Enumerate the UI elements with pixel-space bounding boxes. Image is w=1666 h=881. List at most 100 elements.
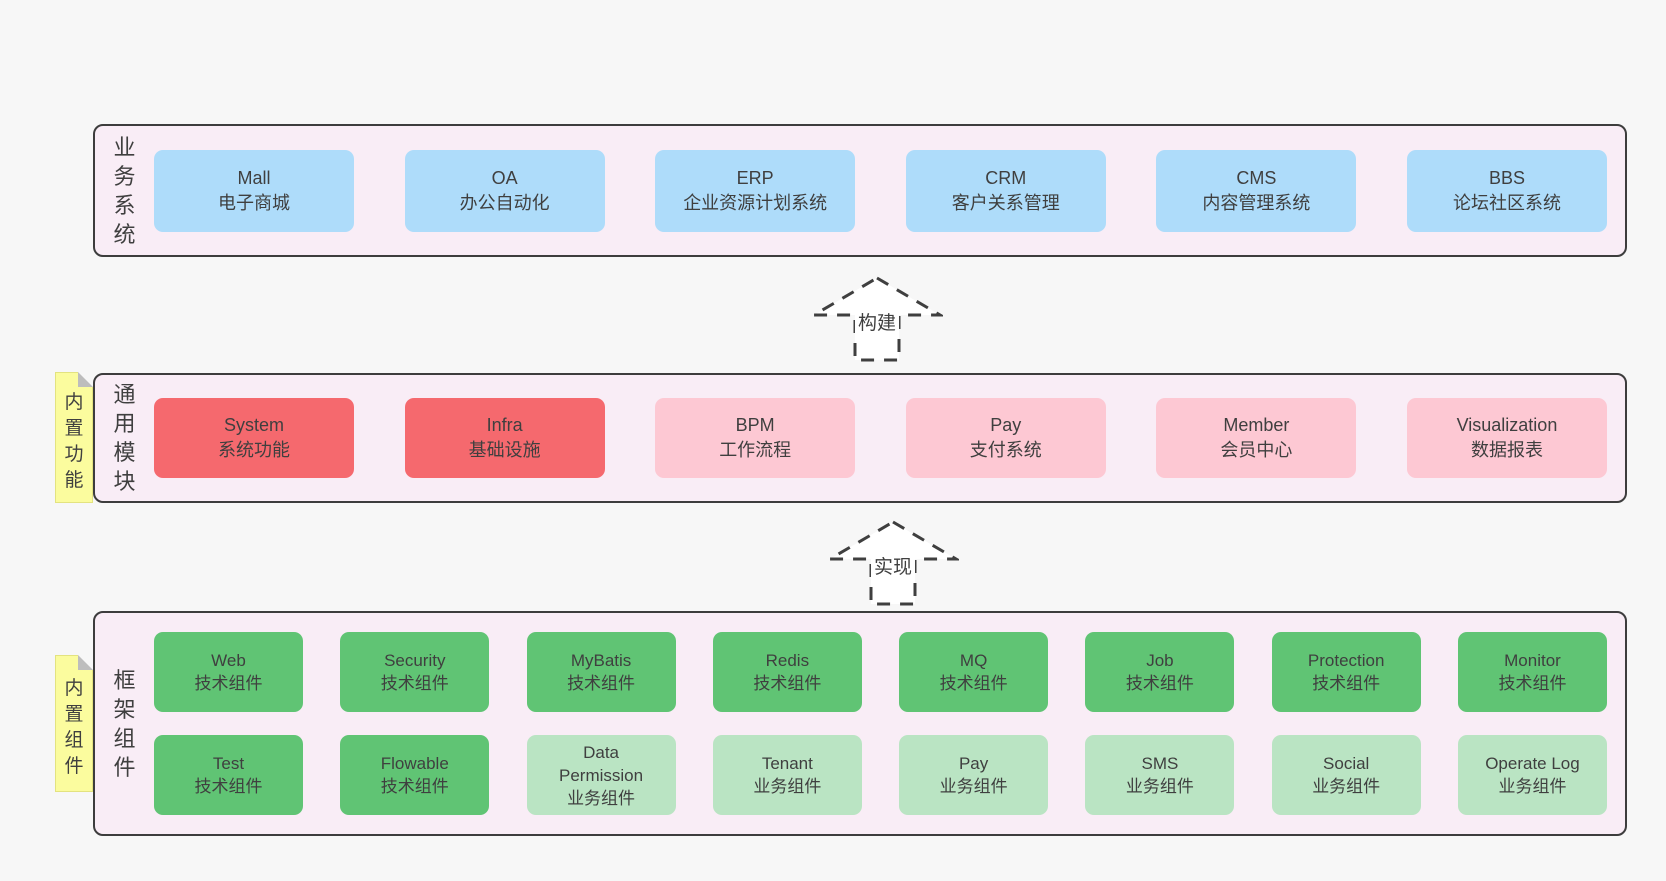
box-job: Job 技术组件 [1085, 632, 1235, 712]
arrow-build: 构建 [811, 275, 943, 363]
box-bbs: BBS 论坛社区系统 [1406, 149, 1607, 232]
box-erp: ERP 企业资源计划系统 [655, 149, 856, 232]
box-subtitle: 论坛社区系统 [1452, 192, 1561, 213]
box-subtitle: 技术组件 [1312, 674, 1381, 693]
components-row-2: Test 技术组件 Flowable 技术组件 Data Permission … [154, 735, 1607, 815]
box-title: Pay [958, 754, 989, 773]
box-subtitle: 系统功能 [218, 440, 290, 460]
modules-box-row: System 系统功能 Infra 基础设施 BPM 工作流程 Pay 支付系统… [154, 375, 1625, 501]
box-subtitle: 办公自动化 [459, 192, 550, 213]
box-subtitle: 企业资源计划系统 [683, 192, 828, 213]
box-subtitle: 支付系统 [969, 440, 1042, 460]
box-subtitle: 会员中心 [1220, 440, 1293, 460]
box-tenant: Tenant 业务组件 [712, 735, 862, 815]
box-subtitle: 技术组件 [1498, 674, 1567, 693]
box-title: Web [211, 651, 246, 670]
box-subtitle: 技术组件 [194, 777, 263, 796]
box-subtitle: 业务组件 [753, 777, 822, 796]
box-subtitle: 客户关系管理 [951, 192, 1060, 213]
folded-corner-icon [78, 655, 93, 670]
panel-label-text: 业务系统 [113, 134, 136, 247]
box-subtitle: 数据报表 [1470, 440, 1543, 460]
box-subtitle: 技术组件 [380, 674, 449, 693]
panel-label-business: 业务系统 [95, 126, 154, 255]
box-operate-log: Operate Log 业务组件 [1457, 735, 1607, 815]
panel-label-modules: 通用模块 [95, 375, 154, 501]
box-title: Member [1223, 415, 1290, 435]
box-test: Test 技术组件 [154, 735, 303, 815]
box-social: Social 业务组件 [1271, 735, 1421, 815]
panel-common-modules: 通用模块 System 系统功能 Infra 基础设施 BPM 工作流程 Pay… [93, 373, 1627, 503]
box-subtitle: 业务组件 [1312, 777, 1381, 796]
box-sms: SMS 业务组件 [1085, 735, 1235, 815]
panel-framework-components: 框架组件 Web 技术组件 Security 技术组件 MyBatis 技术组件… [93, 611, 1627, 836]
box-subtitle: 技术组件 [1125, 674, 1194, 693]
box-title: Mall [237, 167, 271, 188]
box-subtitle: 技术组件 [194, 674, 263, 693]
box-title: Security [384, 651, 446, 670]
box-subtitle: 工作流程 [719, 440, 792, 460]
box-redis: Redis 技术组件 [712, 632, 862, 712]
box-bpm: BPM 工作流程 [655, 398, 856, 478]
box-title: Job [1146, 651, 1174, 670]
sticky-note-built-in-components: 内置组件 [55, 655, 93, 792]
box-data-permission: Data Permission 业务组件 [526, 735, 676, 815]
panel-label-text: 框架组件 [113, 667, 136, 780]
box-mall: Mall 电子商城 [154, 149, 354, 232]
box-monitor: Monitor 技术组件 [1457, 632, 1607, 712]
box-web: Web 技术组件 [154, 632, 303, 712]
box-oa: OA 办公自动化 [404, 149, 605, 232]
sticky-note-text: 内置功能 [64, 391, 84, 491]
components-grid: Web 技术组件 Security 技术组件 MyBatis 技术组件 Redi… [154, 613, 1625, 834]
box-title: Data Permission [559, 742, 644, 785]
box-pay-component: Pay 业务组件 [899, 735, 1049, 815]
panel-label-text: 通用模块 [113, 382, 136, 494]
box-member: Member 会员中心 [1156, 398, 1357, 478]
box-security: Security 技术组件 [340, 632, 490, 712]
arrow-build-label: 构建 [854, 311, 900, 337]
box-subtitle: 技术组件 [567, 674, 636, 693]
box-subtitle: 业务组件 [1125, 777, 1194, 796]
arrow-implement: 实现 [827, 519, 959, 607]
box-title: MQ [959, 651, 988, 670]
panel-label-components: 框架组件 [95, 613, 154, 834]
box-title: OA [491, 167, 518, 188]
box-subtitle: 业务组件 [567, 788, 636, 808]
box-title: Pay [990, 415, 1022, 435]
box-title: Social [1323, 754, 1370, 773]
box-mybatis: MyBatis 技术组件 [526, 632, 676, 712]
box-title: Protection [1307, 651, 1385, 670]
box-subtitle: 技术组件 [753, 674, 822, 693]
box-flowable: Flowable 技术组件 [340, 735, 490, 815]
box-title: Flowable [380, 754, 449, 773]
box-title: Visualization [1456, 415, 1558, 435]
box-title: MyBatis [570, 651, 632, 670]
box-title: BBS [1488, 167, 1525, 188]
box-subtitle: 业务组件 [939, 777, 1008, 796]
box-subtitle: 内容管理系统 [1202, 192, 1311, 213]
box-title: CMS [1236, 167, 1277, 188]
arrow-implement-label: 实现 [870, 555, 916, 581]
box-subtitle: 技术组件 [380, 777, 449, 796]
folded-corner-icon [78, 372, 93, 387]
box-protection: Protection 技术组件 [1271, 632, 1421, 712]
box-cms: CMS 内容管理系统 [1156, 149, 1357, 232]
box-title: SMS [1141, 754, 1179, 773]
box-subtitle: 技术组件 [939, 674, 1008, 693]
sticky-note-built-in-features: 内置功能 [55, 372, 93, 503]
box-crm: CRM 客户关系管理 [905, 149, 1106, 232]
box-title: Tenant [761, 754, 813, 773]
components-row-1: Web 技术组件 Security 技术组件 MyBatis 技术组件 Redi… [154, 632, 1607, 712]
box-title: CRM [985, 167, 1027, 188]
box-pay-module: Pay 支付系统 [905, 398, 1106, 478]
business-box-row: Mall 电子商城 OA 办公自动化 ERP 企业资源计划系统 CRM 客户关系… [154, 126, 1625, 255]
box-subtitle: 电子商城 [218, 192, 290, 213]
box-title: Monitor [1504, 651, 1561, 670]
box-subtitle: 基础设施 [468, 440, 541, 460]
box-mq: MQ 技术组件 [899, 632, 1049, 712]
box-visualization: Visualization 数据报表 [1406, 398, 1607, 478]
box-subtitle: 业务组件 [1498, 777, 1567, 796]
box-system: System 系统功能 [154, 398, 354, 478]
box-title: Operate Log [1485, 754, 1580, 773]
